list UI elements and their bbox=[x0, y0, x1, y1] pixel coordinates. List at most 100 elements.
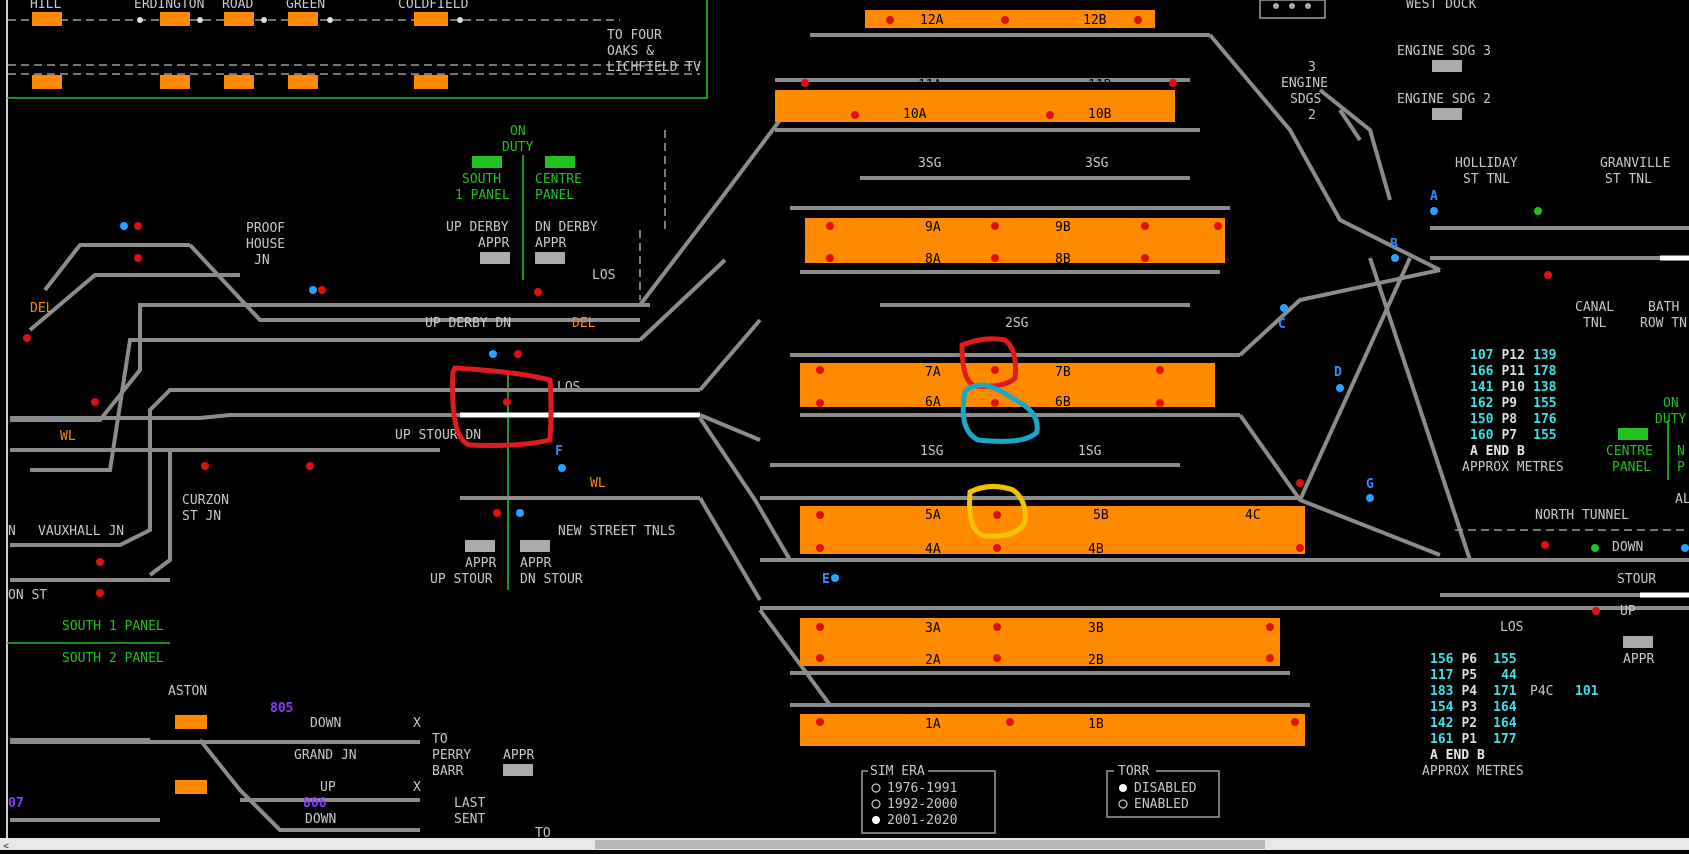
label-2sg: 2SG bbox=[1005, 316, 1029, 331]
platform-5b: 5B bbox=[1093, 508, 1109, 523]
label-jn: JN bbox=[254, 253, 270, 268]
platform-1b: 1B bbox=[1088, 717, 1104, 732]
annotation-red-circle-left bbox=[450, 365, 554, 448]
radio-1992[interactable] bbox=[871, 799, 881, 809]
label-dn-stour: DN STOUR bbox=[520, 572, 583, 587]
label-c: C bbox=[1278, 317, 1286, 332]
platform-4b: 4B bbox=[1088, 542, 1104, 557]
platform-1 bbox=[800, 714, 1305, 746]
label-al-right: AL bbox=[1675, 492, 1689, 507]
label-appr-up-derby: APPR bbox=[478, 236, 509, 251]
label-sent: SENT bbox=[454, 812, 485, 827]
platform-2a: 2A bbox=[925, 653, 941, 668]
label-perry: PERRY bbox=[432, 748, 471, 763]
sim-era-option-2[interactable]: 1992-2000 bbox=[871, 797, 957, 812]
label-down-bottom: DOWN bbox=[305, 812, 336, 827]
label-erdington: ERDINGTON bbox=[134, 0, 204, 12]
torr-option-disabled[interactable]: DISABLED bbox=[1119, 781, 1197, 796]
label-canal: CANAL bbox=[1575, 300, 1614, 315]
label-w-dock: W.DOCK bbox=[1126, 0, 1170, 11]
label-up-grand: UP bbox=[320, 780, 336, 795]
label-d: D bbox=[1334, 365, 1342, 380]
scrollbar-thumb[interactable] bbox=[595, 840, 1265, 849]
platform-11a: 11A bbox=[918, 78, 942, 93]
label-on-duty-on: ON bbox=[510, 124, 526, 139]
label-south1-panel: SOUTH 1 PANEL bbox=[62, 619, 164, 634]
annotation-yellow-circle-platform5 bbox=[967, 484, 1028, 539]
label-st-tnl-2: ST TNL bbox=[1605, 172, 1652, 187]
label-appr-up-stour: APPR bbox=[465, 556, 496, 571]
label-row-tn: ROW TN bbox=[1640, 316, 1687, 331]
label-centre-right: CENTRE bbox=[1606, 444, 1653, 459]
radio-2001[interactable] bbox=[872, 816, 880, 824]
right-area: WEST DOCK ENGINE SDG 3 ENGINE SDG 2 3 EN… bbox=[1259, 0, 1689, 667]
label-07: 07 bbox=[8, 796, 24, 811]
label-duty-right: DUTY bbox=[1655, 412, 1686, 427]
label-los-upper: LOS bbox=[592, 268, 615, 283]
label-engine-sdg2: ENGINE SDG 2 bbox=[1397, 92, 1491, 107]
platform-10a: 10A bbox=[903, 107, 927, 122]
radio-enabled[interactable] bbox=[1118, 799, 1128, 809]
platform-9b: 9B bbox=[1055, 220, 1071, 235]
scroll-left-arrow[interactable]: < bbox=[3, 841, 9, 852]
platform-8-9 bbox=[805, 218, 1225, 263]
platform-5a: 5A bbox=[925, 508, 941, 523]
left-tracks: DEL WL PROOF HOUSE JN CURZON ST JN VAUXH… bbox=[7, 221, 650, 841]
len-approx-lower: APPROX METRES bbox=[1422, 764, 1524, 779]
label-south2-panel: SOUTH 2 PANEL bbox=[62, 651, 164, 666]
label-panel: PANEL bbox=[535, 188, 574, 203]
label-f: F bbox=[555, 444, 563, 459]
label-west-dock: WEST DOCK bbox=[1406, 0, 1477, 12]
len-p4c-value: 101 bbox=[1575, 684, 1599, 699]
radio-1976[interactable] bbox=[871, 783, 881, 793]
label-up-right: UP bbox=[1620, 604, 1636, 619]
sim-era-option-3[interactable]: 2001-2020 bbox=[872, 813, 957, 828]
label-oaks: OAKS & bbox=[607, 44, 654, 59]
label-centre: CENTRE bbox=[535, 172, 582, 187]
len-approx-upper: APPROX METRES bbox=[1462, 460, 1564, 475]
label-up-stour-dn: UP STOUR DN bbox=[395, 428, 481, 443]
platform-10-11 bbox=[775, 90, 1175, 122]
label-bath: BATH bbox=[1648, 300, 1679, 315]
annotation-red-circle-platform7 bbox=[959, 336, 1018, 389]
label-engine: ENGINE bbox=[1281, 76, 1328, 91]
platform-4a: 4A bbox=[925, 542, 941, 557]
label-stour: STOUR bbox=[1617, 572, 1656, 587]
centre-duty-area: ON DUTY SOUTH 1 PANEL CENTRE PANEL UP DE… bbox=[395, 118, 830, 602]
label-on-duty: DUTY bbox=[502, 140, 533, 155]
label-p-right: P bbox=[1677, 460, 1685, 475]
label-appr-grand: APPR bbox=[503, 748, 534, 763]
len-end-lower: A END B bbox=[1430, 748, 1485, 763]
sim-era-label-3: 2001-2020 bbox=[887, 813, 957, 828]
platform-12a: 12A bbox=[920, 13, 944, 28]
platform-3a: 3A bbox=[925, 621, 941, 636]
label-barr: BARR bbox=[432, 764, 463, 779]
platform-4-5 bbox=[800, 506, 1305, 554]
label-los-lower: LOS bbox=[557, 380, 580, 395]
label-appr-right: APPR bbox=[1623, 652, 1654, 667]
torr-option-enabled[interactable]: ENABLED bbox=[1118, 797, 1189, 812]
label-del-left: DEL bbox=[30, 301, 54, 316]
annotation-cyan-circle-platform6 bbox=[960, 382, 1040, 444]
label-last: LAST bbox=[454, 796, 485, 811]
label-1sg-b: 1SG bbox=[1078, 444, 1102, 459]
top-left-area: HILL ERDINGTON ROAD GREEN COLDFIELD TO F… bbox=[8, 0, 701, 89]
torr-title: TORR bbox=[1118, 764, 1149, 779]
torr-label-enabled: ENABLED bbox=[1134, 797, 1189, 812]
radio-disabled[interactable] bbox=[1119, 784, 1127, 792]
label-e: E bbox=[822, 572, 830, 587]
sim-era-label-2: 1992-2000 bbox=[887, 797, 957, 812]
len-end-upper: A END B bbox=[1470, 444, 1525, 459]
sim-era-option-1[interactable]: 1976-1991 bbox=[871, 781, 957, 796]
label-to-perry: TO bbox=[432, 732, 448, 747]
label-wl-centre: WL bbox=[590, 476, 606, 491]
